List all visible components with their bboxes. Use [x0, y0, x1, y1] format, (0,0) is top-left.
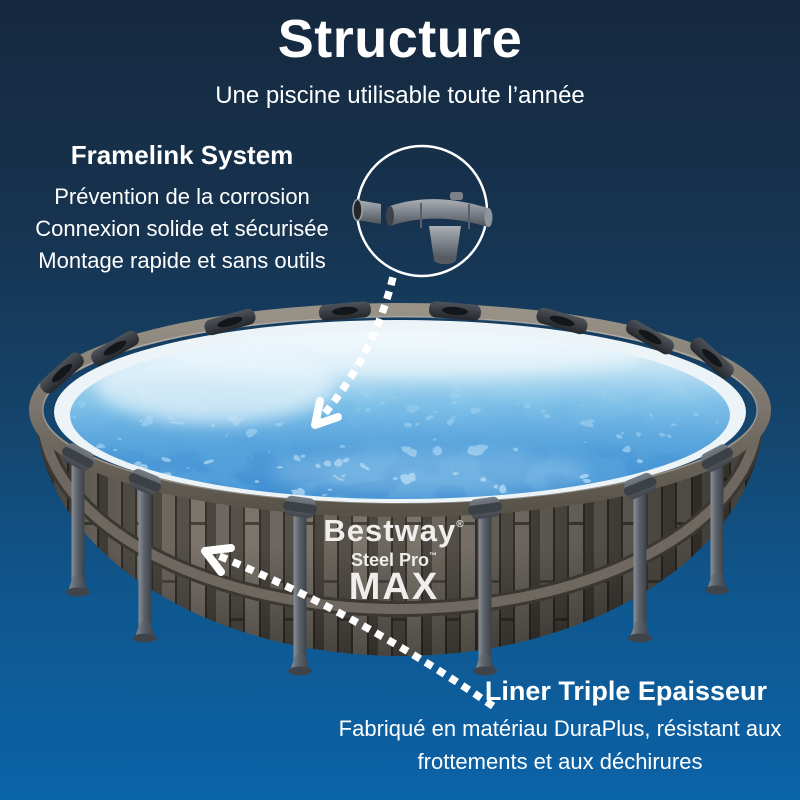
model-trademark: ™	[429, 551, 437, 560]
liner-description-line-2: frottements et aux déchirures	[417, 749, 703, 774]
dotted-line	[309, 276, 397, 431]
pool-rim	[29, 303, 771, 517]
liner-heading: Liner Triple Epaisseur	[484, 676, 767, 706]
framelink-line-3: Montage rapide et sans outils	[38, 248, 326, 273]
framelink-line-2: Connexion solide et sécurisée	[35, 216, 329, 241]
framelink-line-1: Prévention de la corrosion	[54, 184, 310, 209]
rail-t-joints	[62, 443, 733, 520]
pool-leg	[66, 457, 90, 597]
pool-leg	[628, 484, 652, 643]
arrowhead-icon	[201, 544, 235, 576]
frame-joint-inset	[352, 144, 493, 278]
pool-leg	[473, 506, 497, 676]
dotted-line	[207, 548, 496, 710]
pool-photo: Bestway® Steel Pro™ MAX	[29, 301, 771, 676]
arrow-to-frame	[309, 276, 397, 431]
arrow-to-liner	[201, 544, 496, 710]
pool-leg	[133, 482, 157, 643]
brand-logo: Bestway® Steel Pro™ MAX	[323, 513, 464, 608]
frame-joint-illustration	[352, 192, 493, 264]
rail-connectors	[40, 301, 734, 394]
variant-text: MAX	[349, 566, 439, 608]
liner-description-line-1: Fabriqué en matériau DuraPlus, résistant…	[338, 716, 782, 741]
pool-leg	[288, 505, 312, 676]
pool-water	[70, 331, 730, 499]
pool-wall	[36, 410, 764, 656]
svg-text:Steel Pro™: Steel Pro™	[351, 550, 437, 570]
arrowhead-icon	[311, 397, 342, 429]
pool-legs	[66, 457, 729, 676]
page-title: Structure	[277, 9, 523, 69]
liner-description: Fabriqué en matériau DuraPlus, résistant…	[326, 712, 794, 778]
framelink-feature: Framelink System Prévention de la corros…	[6, 140, 358, 277]
page-subtitle: Une piscine utilisable toute l’année	[215, 82, 585, 109]
framelink-heading: Framelink System	[70, 140, 294, 170]
pool-leg	[705, 458, 729, 595]
model-name-text: Steel Pro	[351, 550, 429, 570]
brand-logo-text: Bestway	[323, 513, 456, 548]
brand-registered-mark: ®	[456, 519, 464, 530]
svg-text:Bestway®: Bestway®	[323, 513, 464, 548]
